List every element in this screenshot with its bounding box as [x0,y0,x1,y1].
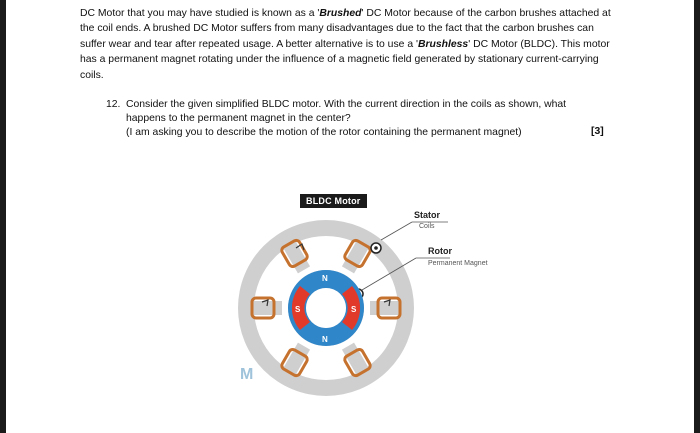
current-dot-1-center [374,246,378,250]
rotor-sublabel: Permanent Magnet [428,260,488,267]
question-text: Consider the given simplified BLDC motor… [126,99,567,124]
left-dark-edge [0,0,6,433]
intro-paragraph: DC Motor that you may have studied is kn… [80,6,620,83]
rotor-leader-line [361,257,417,291]
intro-text-2: ' DC Motor because of the carbon brushes… [80,8,611,50]
pole-n-bottom: N [322,335,328,344]
question-12: 12. Consider the given simplified BLDC m… [106,98,590,140]
intro-text-1: DC Motor that you may have studied is kn… [80,8,320,19]
marks-label: [3] [591,126,604,137]
bldc-motor-figure: N N S S BLDC Motor Stator Coils Rotor Pe… [216,190,516,410]
intro-brushed: Brushed [319,8,362,19]
current-arrows [261,243,391,307]
stator-sublabel: Coils [419,223,435,230]
rotor-label: Rotor [428,246,452,256]
question-number: 12. [106,99,121,110]
pole-s-left: S [295,305,301,314]
rotor-south-right [342,286,361,330]
document-page: DC Motor that you may have studied is kn… [6,0,694,433]
right-dark-edge [694,0,700,433]
bldc-motor-diagram: N N S S [238,220,450,396]
intro-text-3: ' DC Motor (BLDC). This motor has a perm… [80,38,610,81]
pole-s-right: S [351,305,357,314]
stator-label: Stator [414,210,441,220]
rotor-south-left [291,286,310,330]
stator-leader-line [380,221,413,241]
watermark-logo: M [240,366,253,383]
question-note: (I am asking you to describe the motion … [126,127,522,138]
figure-title: BLDC Motor [300,194,367,208]
pole-n-top: N [322,274,328,283]
rotor-hub [306,288,346,328]
intro-brushless: Brushless [417,38,469,50]
